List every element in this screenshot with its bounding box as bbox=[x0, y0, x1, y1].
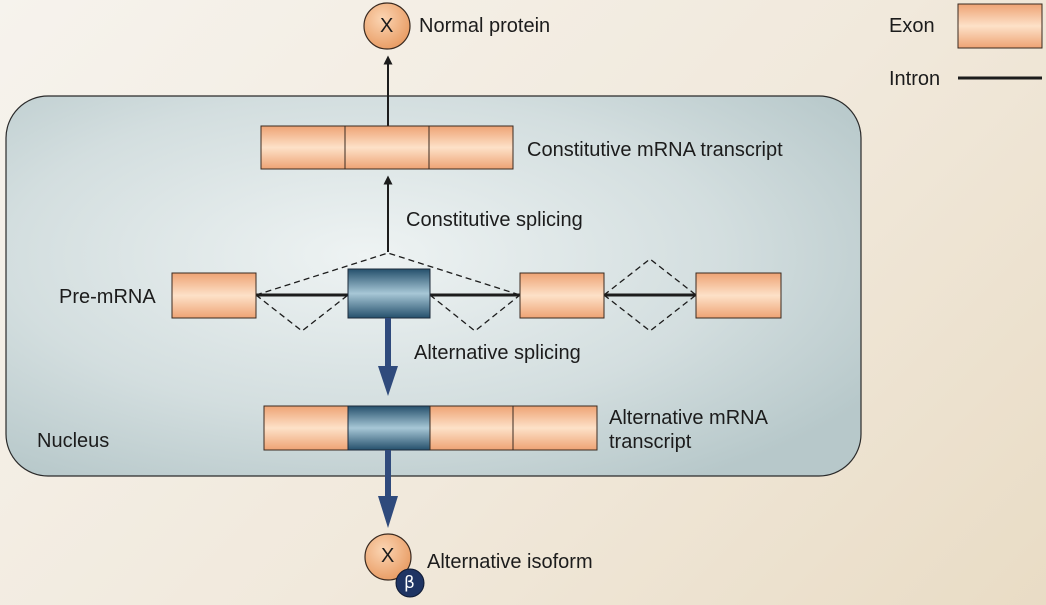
alternative-transcript-label-line1: Alternative mRNA bbox=[609, 407, 768, 429]
pre-mrna-label: Pre-mRNA bbox=[59, 286, 156, 308]
alternative-exon-3 bbox=[429, 405, 514, 451]
alternative-isoform-label: Alternative isoform bbox=[427, 551, 593, 573]
alternative-isoform-icon bbox=[364, 533, 412, 581]
constitutive-splicing-label: Constitutive splicing bbox=[406, 209, 583, 231]
normal-protein-icon bbox=[363, 2, 411, 50]
alternative-splicing-arrow-shaft bbox=[385, 318, 391, 368]
isoform-arrow-head bbox=[378, 496, 398, 528]
constitutive-transcript bbox=[260, 125, 514, 170]
constitutive-exon-1 bbox=[260, 125, 346, 170]
protein-symbol-normal: X bbox=[380, 15, 394, 37]
pre-mrna-alternative-exon bbox=[347, 268, 431, 319]
protein-symbol-isoform: X bbox=[381, 545, 395, 567]
pre-mrna-exon-4 bbox=[695, 272, 782, 319]
nucleus-label: Nucleus bbox=[37, 430, 110, 452]
alternative-exon-2 bbox=[347, 405, 431, 451]
legend-intron-label: Intron bbox=[889, 68, 941, 90]
pre-mrna-exon-3 bbox=[519, 272, 605, 319]
constitutive-splice-path bbox=[255, 252, 521, 296]
beta-domain-icon bbox=[395, 568, 425, 598]
legend-exon-label: Exon bbox=[889, 15, 935, 37]
legend-exon-swatch bbox=[957, 3, 1043, 49]
alternative-exon-4 bbox=[512, 405, 598, 451]
constitutive-exon-2 bbox=[344, 125, 430, 170]
nucleus-region bbox=[5, 95, 862, 477]
alternative-exon-1 bbox=[263, 405, 349, 451]
normal-protein-label: Normal protein bbox=[419, 15, 551, 37]
alternative-transcript-label-line2: transcript bbox=[609, 431, 692, 453]
alternative-splicing-label: Alternative splicing bbox=[414, 342, 581, 364]
constitutive-transcript-label: Constitutive mRNA transcript bbox=[527, 139, 783, 161]
constitutive-exon-3 bbox=[428, 125, 514, 170]
alternative-transcript bbox=[263, 405, 598, 451]
alternative-splicing-arrow-head bbox=[378, 366, 398, 396]
beta-symbol: β bbox=[404, 573, 415, 593]
pre-mrna-exon-1 bbox=[171, 272, 257, 319]
isoform-arrow-shaft bbox=[385, 450, 391, 498]
